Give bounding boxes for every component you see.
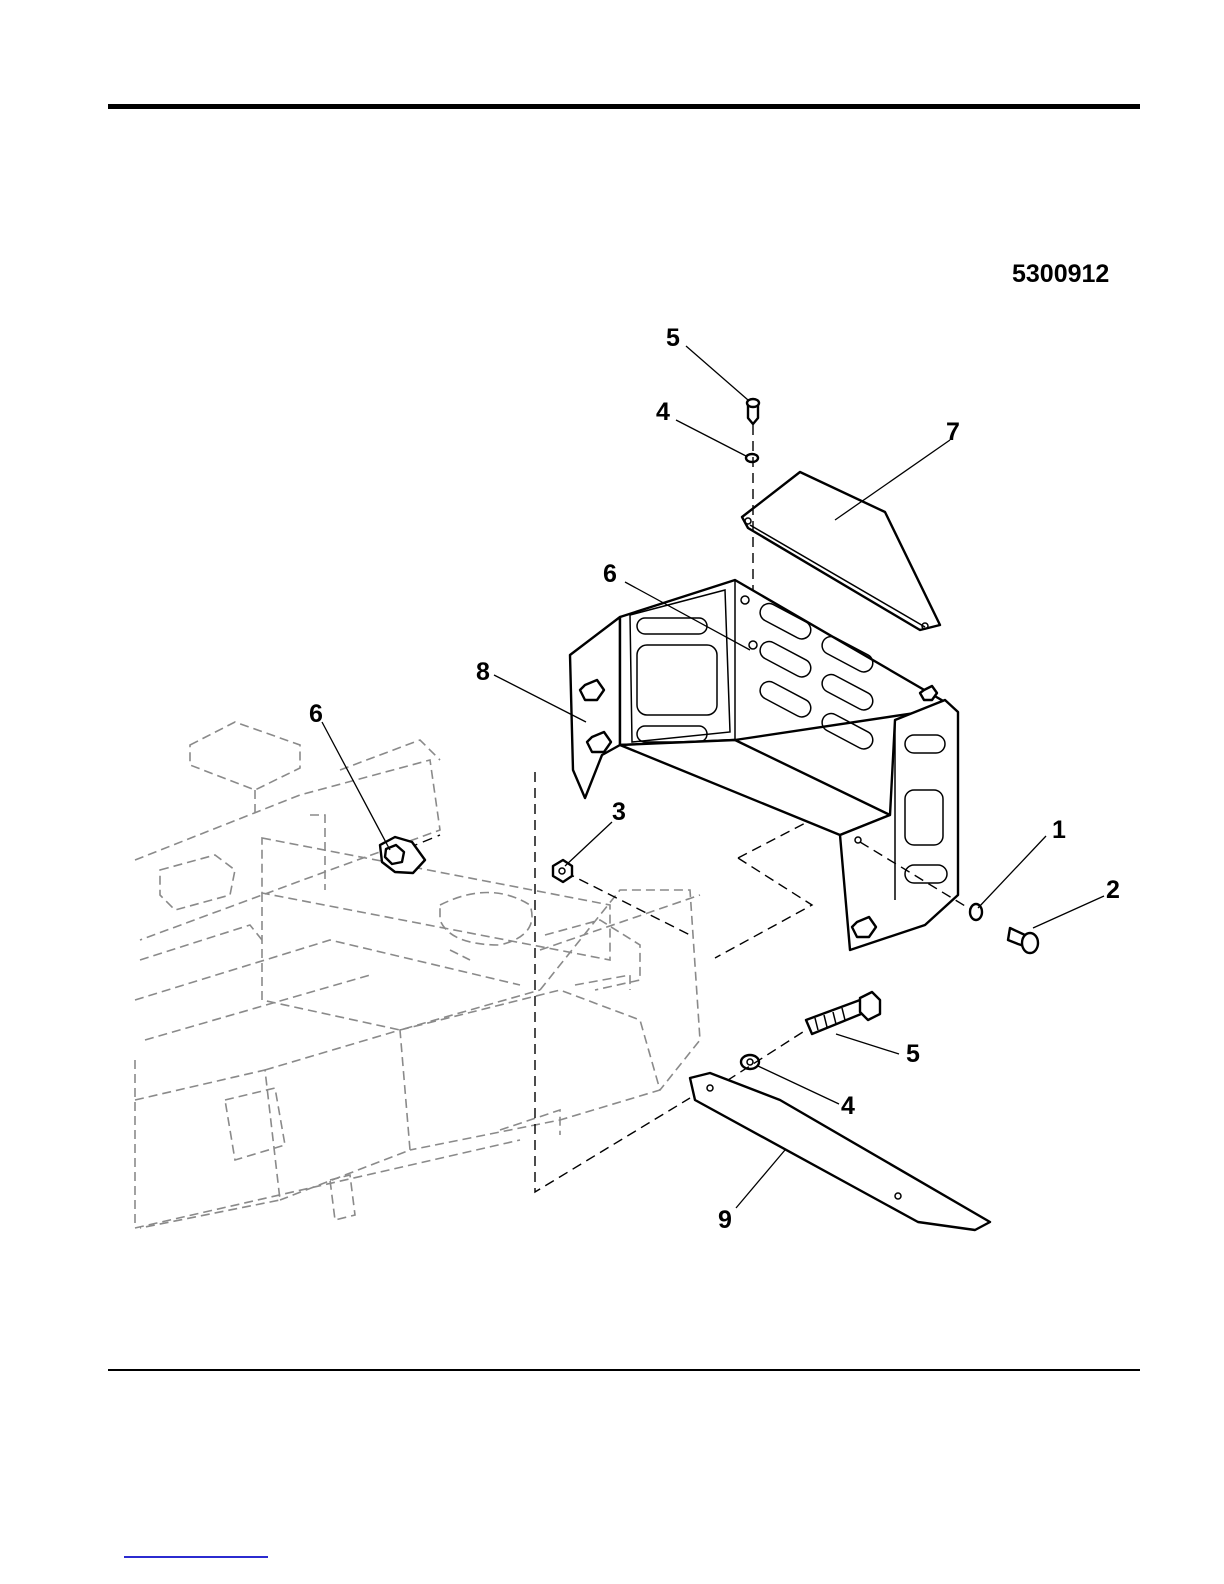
callout-1: 1 bbox=[1052, 816, 1066, 844]
callout-4-bottom: 4 bbox=[841, 1092, 855, 1120]
nut-6-frame bbox=[380, 837, 425, 873]
part-8-bracket bbox=[570, 580, 958, 950]
part-9-angle-strip bbox=[690, 1073, 990, 1230]
callout-7: 7 bbox=[946, 418, 960, 446]
callout-5-top: 5 bbox=[666, 324, 680, 352]
nut-centerline bbox=[565, 872, 690, 935]
assembly-dash-outline bbox=[535, 772, 690, 1192]
callout-3: 3 bbox=[612, 798, 626, 826]
callout-8: 8 bbox=[476, 658, 490, 686]
callout-6-bracket: 6 bbox=[603, 560, 617, 588]
callout-5-bottom: 5 bbox=[906, 1040, 920, 1068]
drawing-number: 5300912 bbox=[1012, 260, 1109, 288]
callout-2: 2 bbox=[1106, 876, 1120, 904]
assembly-dash-lower bbox=[715, 858, 812, 958]
washer-top bbox=[746, 454, 758, 462]
bolt-top bbox=[747, 399, 759, 424]
nut-3 bbox=[553, 860, 572, 882]
callout-6-frame: 6 bbox=[309, 700, 323, 728]
callout-4-top: 4 bbox=[656, 398, 670, 426]
bolt-right bbox=[1008, 928, 1038, 953]
bolt-bottom bbox=[806, 992, 880, 1034]
callout-9: 9 bbox=[718, 1206, 732, 1234]
